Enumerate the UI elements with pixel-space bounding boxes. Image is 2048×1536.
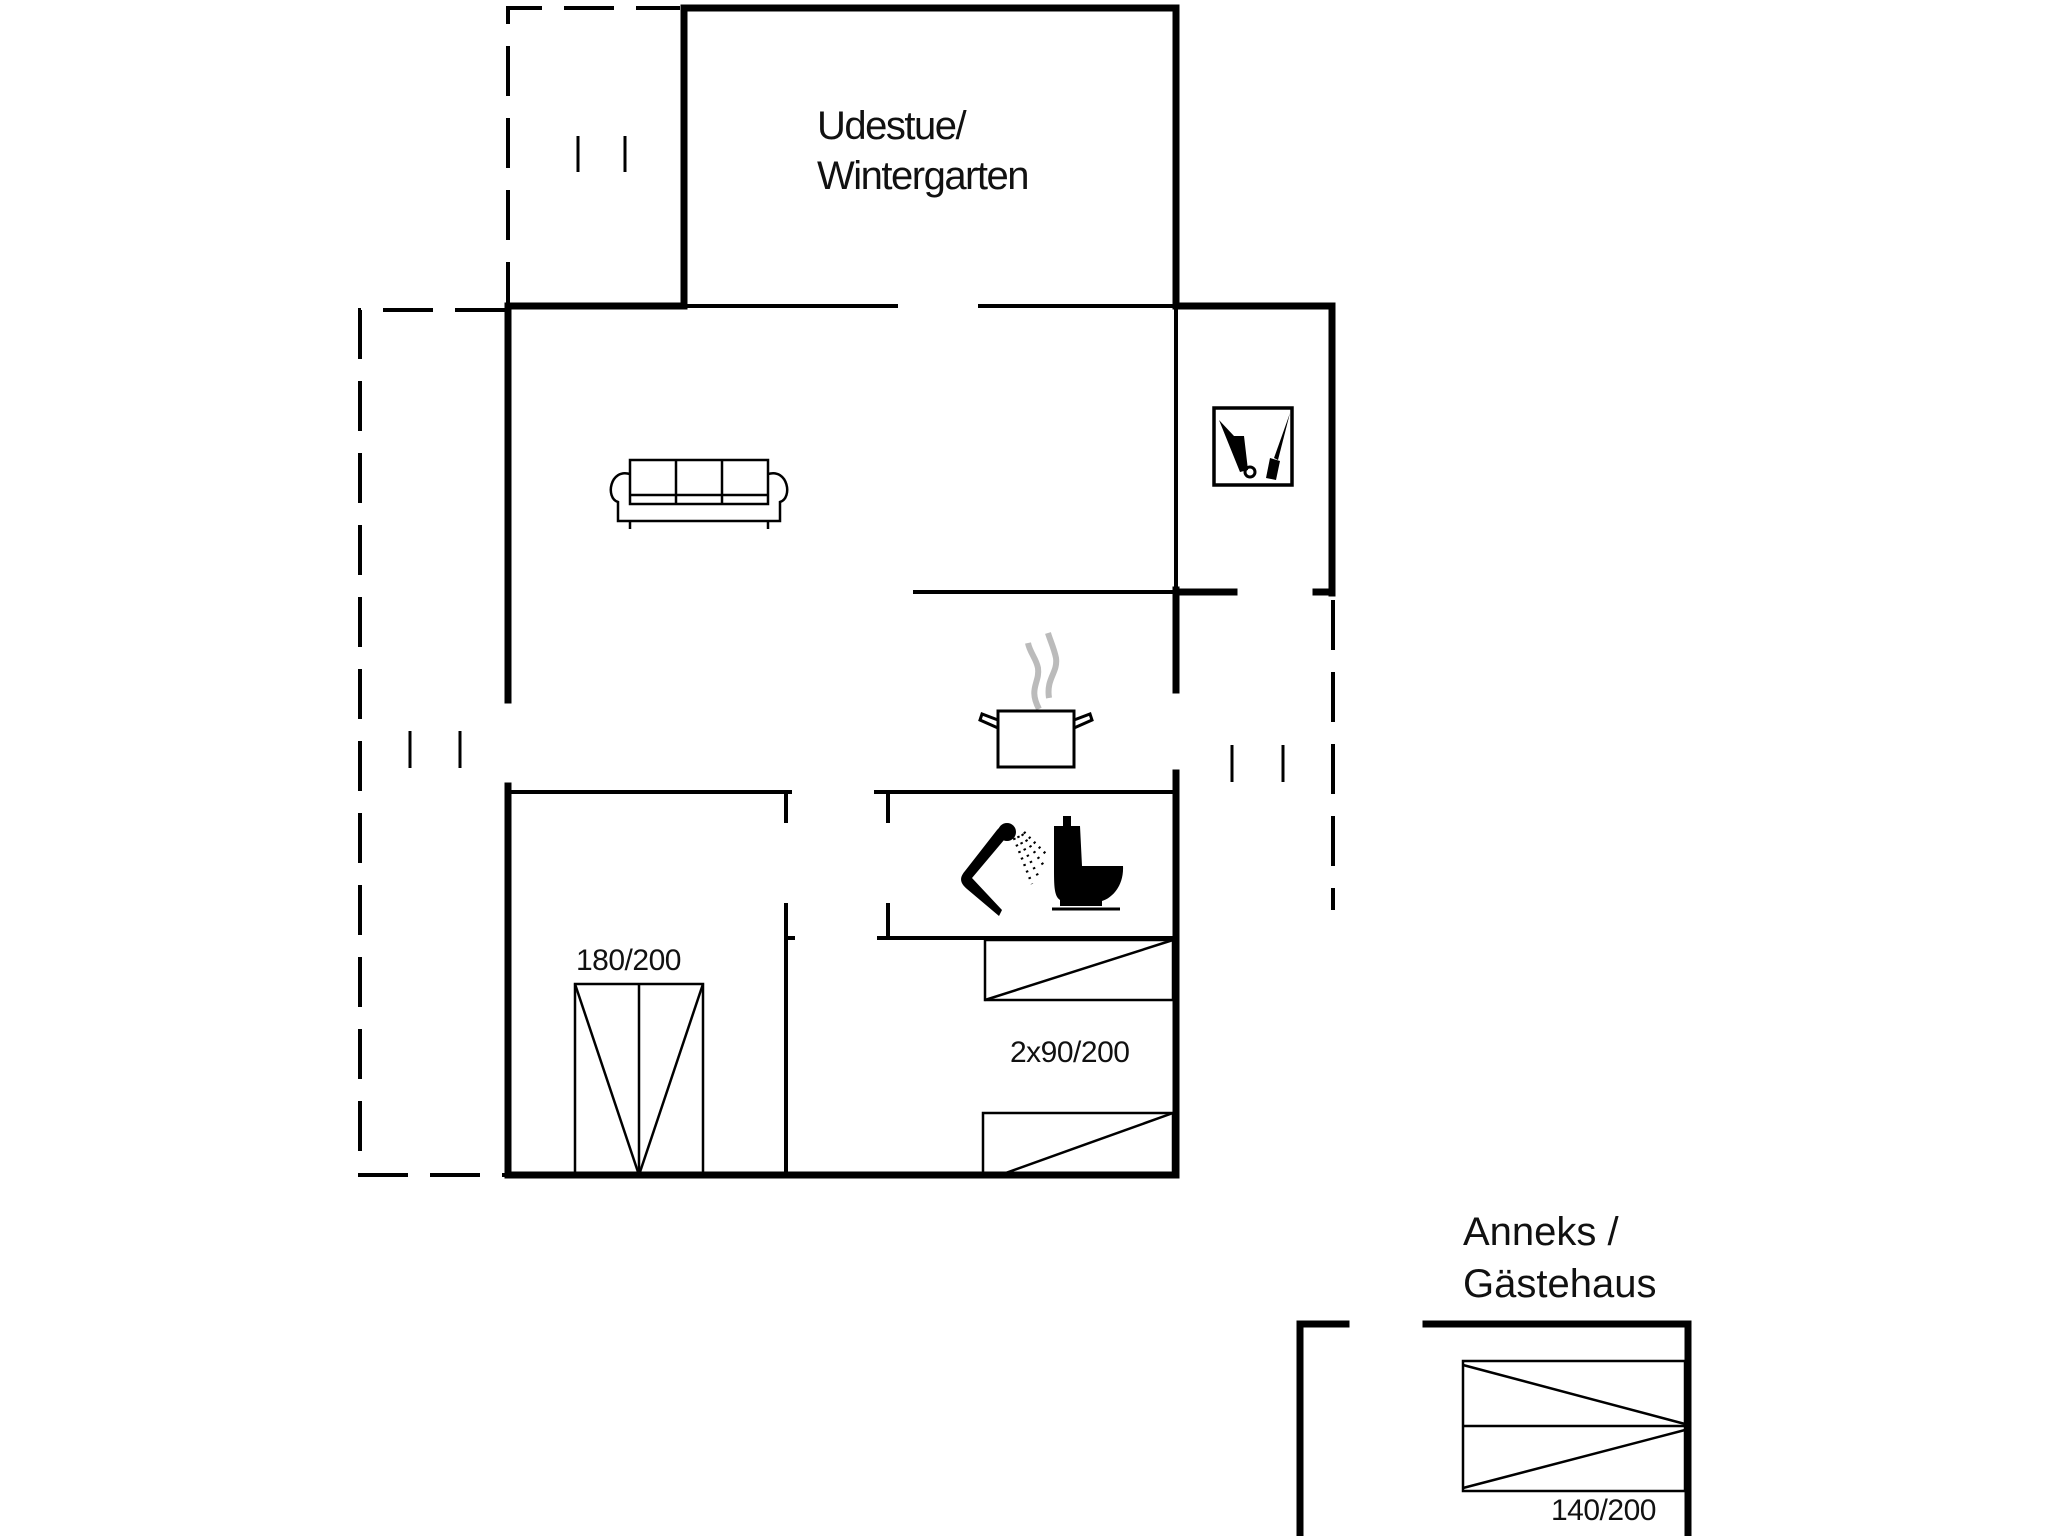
double-bed-140 — [1461, 1359, 1687, 1493]
terrace-right — [1230, 600, 1335, 910]
interior-walls — [510, 790, 1176, 1175]
cooking-pot-icon — [978, 632, 1094, 769]
shower-icon — [961, 823, 1049, 916]
annex-label-line2: Gästehaus — [1463, 1262, 1657, 1306]
sunroom-label-line1: Udestue/ — [817, 104, 967, 148]
terrace-left — [358, 308, 505, 1177]
utility-cleaning-icon — [1212, 406, 1294, 487]
utility-room-walls — [1172, 302, 1336, 597]
single-bed-upper — [983, 938, 1175, 1002]
sofa-icon — [609, 458, 789, 529]
sunroom-label-line2: Wintergarten — [817, 154, 1029, 198]
single-bed-lower — [981, 1111, 1175, 1177]
annex-walls — [1296, 1320, 1692, 1536]
toilet-icon — [1052, 816, 1124, 911]
annex-label-line1: Anneks / — [1463, 1210, 1619, 1254]
double-bed-180 — [573, 982, 705, 1177]
bed-size-label-180: 180/200 — [576, 944, 681, 977]
bed-size-label-140: 140/200 — [1551, 1494, 1656, 1527]
terrace-top-left — [506, 6, 680, 312]
bed-size-label-2x90: 2x90/200 — [1010, 1036, 1130, 1069]
